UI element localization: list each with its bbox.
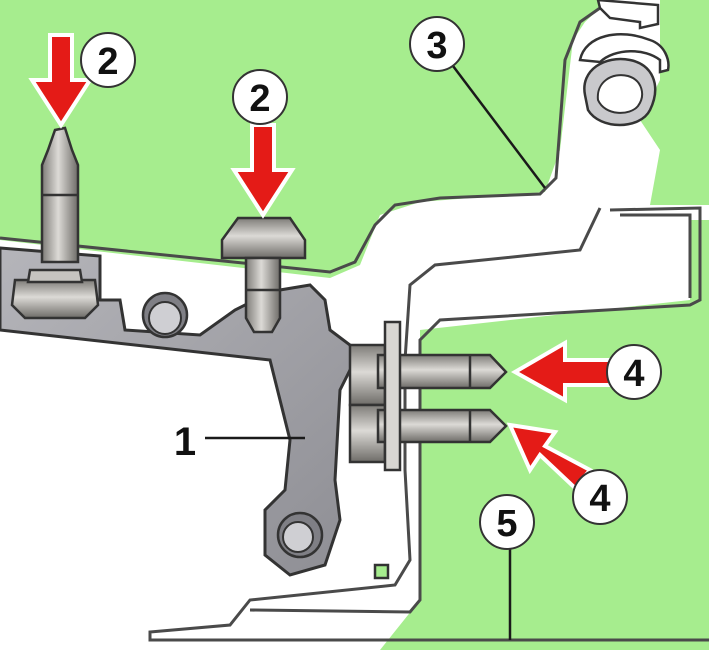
arrow-stud-upper xyxy=(510,339,612,404)
bolt-right xyxy=(220,216,307,334)
arrow-stud-lower xyxy=(506,422,594,491)
callout-label: 1 xyxy=(174,420,196,464)
door-seal xyxy=(578,0,670,127)
arrow-bolt-right xyxy=(230,123,296,219)
callout-label: 2 xyxy=(97,41,118,83)
door-skin-lines xyxy=(0,6,709,642)
callout-label: 2 xyxy=(249,78,270,120)
callout-label: 3 xyxy=(426,25,447,67)
hinge-studs xyxy=(348,320,508,580)
callout-label-bracket: 1 xyxy=(174,420,196,464)
bolt-left xyxy=(10,126,100,320)
callout-label: 4 xyxy=(589,478,610,520)
callout-badge-bolt-left: 2 xyxy=(80,32,136,88)
callout-badge-bolt-right: 2 xyxy=(232,69,288,125)
callout-label: 4 xyxy=(623,353,644,395)
leader-lines xyxy=(205,61,546,640)
arrow-bolt-left xyxy=(28,33,94,129)
callout-badge-stud-upper: 4 xyxy=(606,344,662,400)
callout-badge-panel: 5 xyxy=(479,494,535,550)
callout-label: 5 xyxy=(496,503,517,545)
callout-badge-seal: 3 xyxy=(409,16,465,72)
callout-badge-stud-lower: 4 xyxy=(572,469,628,525)
